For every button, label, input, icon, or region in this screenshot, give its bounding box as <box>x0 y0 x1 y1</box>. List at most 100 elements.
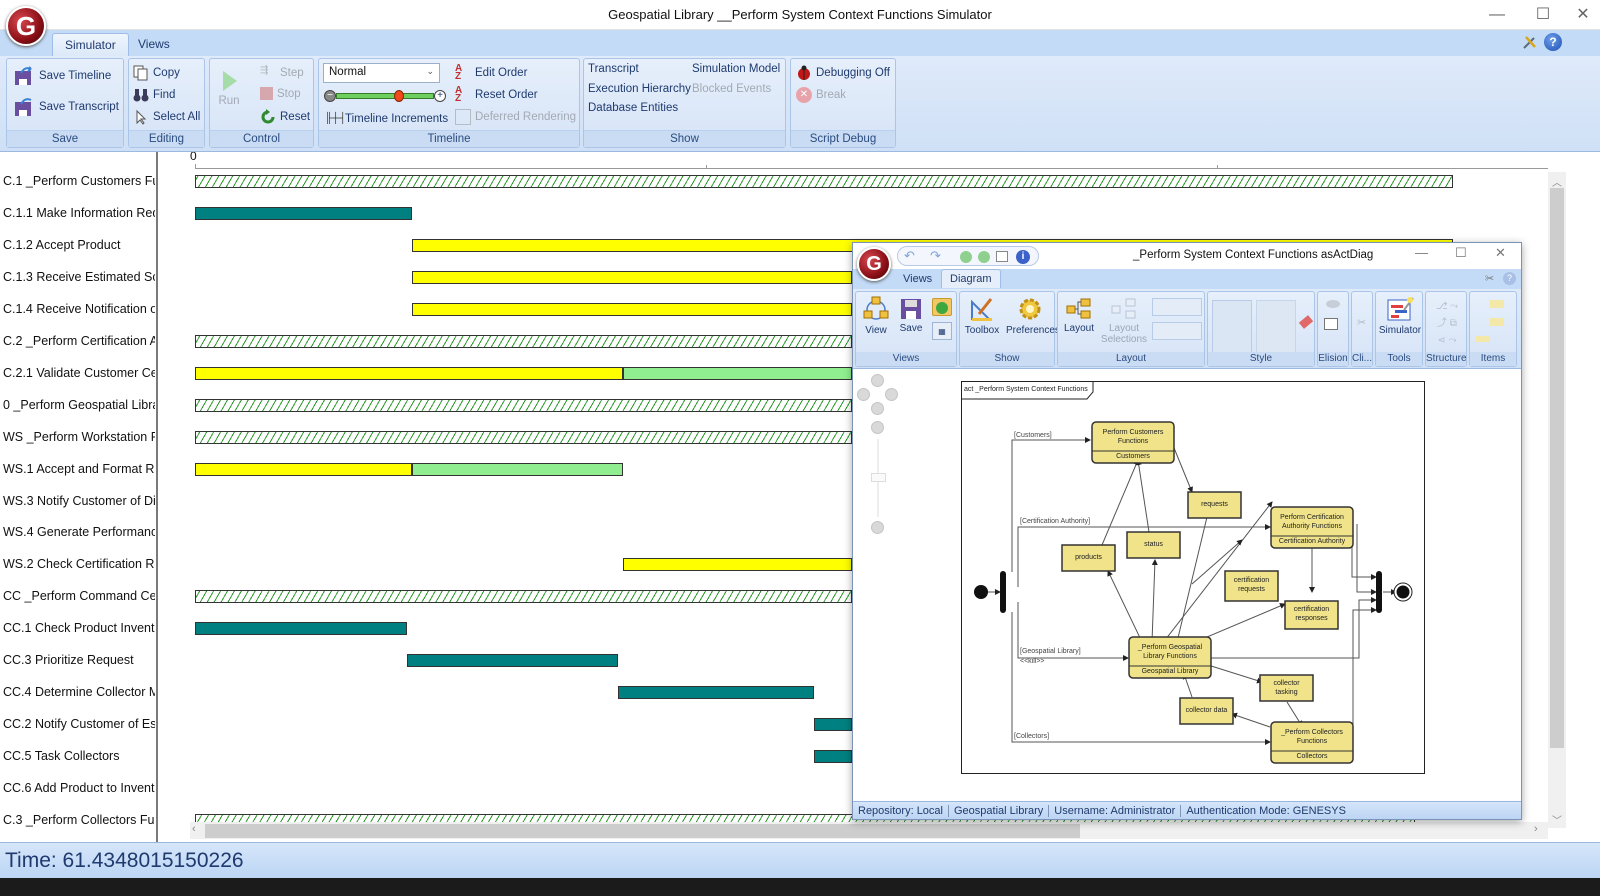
find-button[interactable]: Find <box>133 87 175 103</box>
save-transcript-button[interactable]: Save Transcript <box>13 96 119 118</box>
timeline-bar-teal[interactable] <box>407 654 618 668</box>
object-status[interactable]: status <box>1144 541 1163 548</box>
object-certification-requests[interactable]: certification requests <box>1233 577 1270 593</box>
diagram-maximize-button[interactable]: ☐ <box>1455 245 1467 260</box>
database-entities-button[interactable]: Database Entities <box>588 102 679 114</box>
scroll-left-icon[interactable]: ‹ <box>192 823 196 835</box>
timeline-row-label[interactable]: CC.1 Check Product Inventory <box>3 621 155 636</box>
eye-icon[interactable] <box>1326 300 1340 308</box>
forward-icon[interactable] <box>978 251 990 263</box>
timeline-row-label[interactable]: WS.1 Accept and Format Request <box>3 461 155 476</box>
blocked-events-button[interactable]: Blocked Events <box>692 83 772 95</box>
pan-left-icon[interactable] <box>857 388 870 401</box>
scroll-down-icon[interactable]: ﹀ <box>1552 816 1562 827</box>
timeline-row-label[interactable]: C.2 _Perform Certification Authority <box>3 333 155 348</box>
item-icon-1[interactable] <box>1490 300 1504 308</box>
timeline-row-label[interactable]: C.2.1 Validate Customer Certification <box>3 365 155 380</box>
timeline-row-label[interactable]: C.1 _Perform Customers Functions <box>3 174 155 188</box>
transcript-button[interactable]: Transcript <box>588 63 639 75</box>
timeline-bar-hatch[interactable] <box>195 334 852 348</box>
cut-icon[interactable]: ✂ <box>1357 317 1367 329</box>
timeline-row-label[interactable]: CC _Perform Command Center <box>3 589 155 604</box>
vertical-scroll-thumb[interactable] <box>1550 188 1564 748</box>
zoom-in-icon[interactable]: + <box>434 90 446 102</box>
timeline-bar-teal[interactable] <box>618 686 814 700</box>
horizontal-scroll-thumb[interactable] <box>205 824 1080 838</box>
timeline-row-label[interactable]: C.1.3 Receive Estimated Schedule <box>3 269 155 284</box>
copy-button[interactable]: Copy <box>133 65 180 81</box>
timeline-row-label[interactable]: WS _Perform Workstation Functions <box>3 429 155 444</box>
object-requests[interactable]: requests <box>1201 501 1228 508</box>
timeline-bar-hatch[interactable] <box>195 175 1453 188</box>
diagram-minimize-button[interactable]: — <box>1415 245 1428 260</box>
pan-down-icon[interactable] <box>871 402 884 415</box>
timeline-row-label[interactable]: CC.5 Task Collectors <box>3 749 120 764</box>
pan-right-icon[interactable] <box>885 388 898 401</box>
timeline-row-label[interactable]: WS.4 Generate Performance <box>3 525 155 540</box>
help-icon[interactable]: ? <box>1544 33 1562 51</box>
tab-views[interactable]: Views <box>138 37 170 51</box>
minimize-button[interactable]: — <box>1489 6 1505 23</box>
run-button[interactable]: Run <box>218 69 240 107</box>
debugging-off-button[interactable]: Debugging Off <box>796 65 890 81</box>
timeline-bar-yellow[interactable] <box>412 302 852 316</box>
select-all-button[interactable]: Select All <box>133 109 200 125</box>
speed-select[interactable]: Normal ⌄ <box>323 63 440 83</box>
layout-button[interactable]: Layout <box>1060 298 1098 334</box>
simulation-model-button[interactable]: Simulation Model <box>692 63 781 75</box>
item-icon-2[interactable] <box>1490 318 1504 326</box>
timeline-bar-teal[interactable] <box>195 622 407 636</box>
item-icon-3[interactable] <box>1476 336 1490 342</box>
timeline-bar-teal[interactable] <box>814 750 852 764</box>
diagram-tab-diagram[interactable]: Diagram <box>941 269 1001 288</box>
timeline-row-label[interactable]: WS.3 Notify Customer of Disposition <box>3 493 155 508</box>
timeline-bar-hatch[interactable] <box>195 590 852 604</box>
timeline-bar-lgreen[interactable] <box>412 462 623 476</box>
timeline-row-label[interactable]: CC.3 Prioritize Request <box>3 653 134 668</box>
object-collector-tasking[interactable]: collector tasking <box>1273 680 1300 696</box>
timeline-row-label[interactable]: WS.2 Check Certification Results <box>3 557 155 572</box>
diagram-app-logo[interactable]: G <box>857 247 891 281</box>
slider-thumb[interactable] <box>394 90 404 102</box>
view-button[interactable]: View <box>860 296 892 336</box>
tab-simulator[interactable]: Simulator <box>52 33 129 56</box>
diagram-save-button[interactable]: Save <box>896 298 926 334</box>
timeline-row-label[interactable]: CC.2 Notify Customer of Estimate <box>3 717 155 732</box>
scroll-right-icon[interactable]: › <box>1534 823 1538 835</box>
zoom-slider-thumb[interactable] <box>871 473 886 482</box>
close-button[interactable]: ✕ <box>1576 6 1590 23</box>
object-products[interactable]: products <box>1075 554 1102 561</box>
timeline-row-label[interactable]: C.1.4 Receive Notification of <box>3 301 155 316</box>
eraser-icon[interactable] <box>1298 315 1314 329</box>
structure-buttons[interactable]: ⎇ ⤳⤴ ⧉⋖ ⤳ <box>1435 301 1459 346</box>
object-certification-responses[interactable]: certification responses <box>1293 606 1330 622</box>
timeline-bar-hatch[interactable] <box>195 430 852 444</box>
style-fill-buttons[interactable] <box>1212 300 1252 354</box>
deferred-rendering-button[interactable]: Deferred Rendering <box>455 109 576 125</box>
timeline-bar-teal[interactable] <box>814 718 852 732</box>
layout-selections-button[interactable]: Layout Selections <box>1100 298 1148 345</box>
action-geospatial[interactable]: _Perform Geospatial Library Functions <box>1137 644 1203 660</box>
zoom-out-icon[interactable]: − <box>324 90 336 102</box>
timeline-bar-teal[interactable] <box>195 206 412 220</box>
diagram-help-icon[interactable]: ? <box>1503 272 1516 285</box>
action-certification[interactable]: Perform Certification Authority Function… <box>1280 514 1344 530</box>
pan-up-icon[interactable] <box>871 374 884 387</box>
save-timeline-button[interactable]: Save Timeline <box>13 65 111 87</box>
stop-button[interactable]: Stop <box>260 87 301 100</box>
redo-icon[interactable]: ↷ <box>930 248 941 263</box>
tools-icon[interactable] <box>1522 34 1538 50</box>
properties-icon[interactable] <box>996 251 1008 262</box>
diagram-close-button[interactable]: ✕ <box>1495 245 1506 260</box>
zoom-out-icon[interactable] <box>871 521 884 534</box>
info-icon[interactable]: i <box>1016 250 1030 264</box>
timeline-row-label[interactable]: CC.6 Add Product to Inventory <box>3 781 155 796</box>
timeline-increments-button[interactable]: ╟┼┤ Timeline Increments <box>325 111 448 127</box>
timeline-row-label[interactable]: C.1.2 Accept Product <box>3 237 121 252</box>
timeline-bar-lgreen[interactable] <box>623 366 852 380</box>
display-icon[interactable] <box>1324 318 1338 330</box>
diagram-tab-views[interactable]: Views <box>903 273 933 285</box>
zoom-in-icon[interactable] <box>871 421 884 434</box>
